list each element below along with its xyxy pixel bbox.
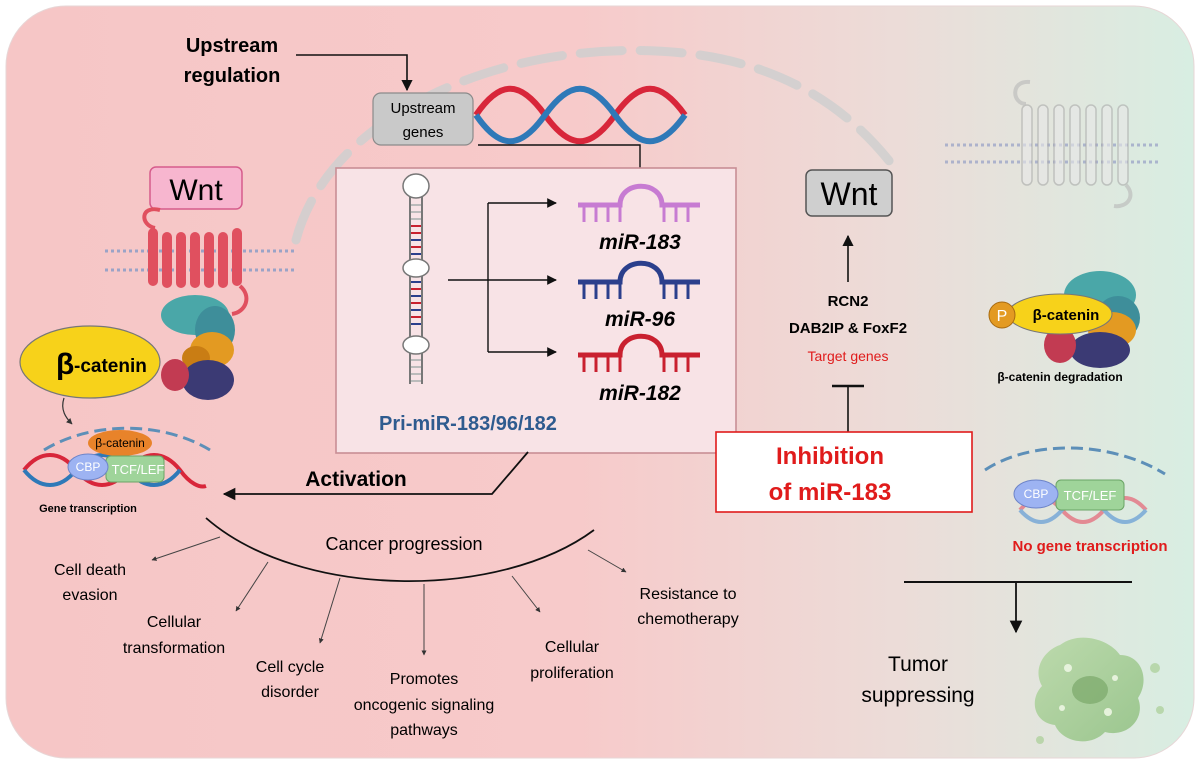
mir-183-icon <box>578 183 700 222</box>
outcome-cell-cycle-2: disorder <box>261 684 319 701</box>
cancer-progression-arc <box>205 517 595 582</box>
wnt-label-right: Wnt <box>821 176 878 212</box>
inhibition-box <box>715 431 973 513</box>
beta-symbol: β <box>56 348 74 381</box>
inhibition-label-2: of miR-183 <box>769 479 892 506</box>
mir-182-label: miR-182 <box>599 382 681 405</box>
cbp-label-right: CBP <box>1024 487 1049 501</box>
catenin-degradation-label: β-catenin degradation <box>997 370 1122 384</box>
inhibition-label: Inhibition <box>776 443 884 470</box>
frizzled-receptor-inactive-icon <box>1013 79 1133 209</box>
beta-catenin-oval: β -catenin <box>19 325 161 399</box>
tumor-label: Tumor <box>888 653 948 676</box>
tumor-label-2: suppressing <box>861 684 974 707</box>
phosphate-circle <box>988 301 1016 329</box>
phosphate-label: P <box>997 308 1008 325</box>
outcome-oncogenic-3: pathways <box>390 722 458 739</box>
outcome-proliferation-2: proliferation <box>530 665 614 682</box>
outcome-oncogenic: Promotes <box>390 671 458 688</box>
tcf-lef-label-right: TCF/LEF <box>1064 488 1117 503</box>
upstream-regulation-label: Upstream <box>186 35 278 57</box>
gene-transcription-label: Gene transcription <box>39 503 137 515</box>
nucleus-catenin-label: β-catenin <box>95 436 145 450</box>
protein-complex-left-icon <box>161 295 235 400</box>
tumor-cell-icon <box>1034 637 1164 744</box>
upstream-regulation-label-2: regulation <box>184 65 281 87</box>
cancer-progression-label: Cancer progression <box>325 534 482 554</box>
no-gene-transcription-label: No gene transcription <box>1012 538 1167 555</box>
outcome-resistance-2: chemotherapy <box>637 611 738 628</box>
dna-helix-icon <box>473 85 688 145</box>
cbp-label-left: CBP <box>76 460 101 474</box>
outcome-cell-death-2: evasion <box>62 587 117 604</box>
outcome-oncogenic-2: oncogenic signaling <box>354 697 495 714</box>
protein-complex-right-icon <box>1044 271 1140 368</box>
mir-96-label: miR-96 <box>605 308 675 331</box>
cbp-oval-left <box>67 453 109 481</box>
target-gene-dab2ip: DAB2IP & FoxF2 <box>789 320 907 337</box>
activation-label: Activation <box>305 468 407 491</box>
frizzled-receptor-icon <box>142 207 249 316</box>
catenin-label-right: β-catenin <box>1033 307 1100 324</box>
beta-catenin-label: -catenin <box>74 356 147 377</box>
pri-mir-box <box>335 167 737 454</box>
nucleus-right-membrane <box>984 446 1166 476</box>
upstream-genes-label: Upstream <box>390 100 455 117</box>
tcf-lef-label-left: TCF/LEF <box>112 462 165 477</box>
upstream-genes-label-2: genes <box>403 124 444 141</box>
mir-182-icon <box>578 333 700 372</box>
target-genes-label: Target genes <box>808 348 889 364</box>
wnt-ligand-box <box>149 166 243 210</box>
wnt-box-right <box>805 169 893 217</box>
cell-membrane-left <box>105 249 296 272</box>
outcome-resistance: Resistance to <box>640 586 737 603</box>
mir-183-label: miR-183 <box>599 231 681 254</box>
mir-96-icon <box>578 260 700 299</box>
outcome-proliferation: Cellular <box>545 639 600 656</box>
wnt-label-left: Wnt <box>169 174 223 207</box>
cbp-oval-right <box>1013 479 1059 509</box>
outcome-cell-death: Cell death <box>54 562 126 579</box>
target-gene-rcn2: RCN2 <box>828 293 869 310</box>
pri-mir-label: Pri-miR-183/96/182 <box>379 413 557 435</box>
outcome-transformation-2: transformation <box>123 640 225 657</box>
outcome-transformation: Cellular <box>147 614 202 631</box>
pri-mir-hairpin-icon <box>402 173 430 384</box>
nucleus-catenin-oval <box>88 430 152 456</box>
outcome-cell-cycle: Cell cycle <box>256 659 325 676</box>
upstream-genes-box <box>372 92 474 146</box>
nucleus-membrane-arc <box>291 45 905 245</box>
